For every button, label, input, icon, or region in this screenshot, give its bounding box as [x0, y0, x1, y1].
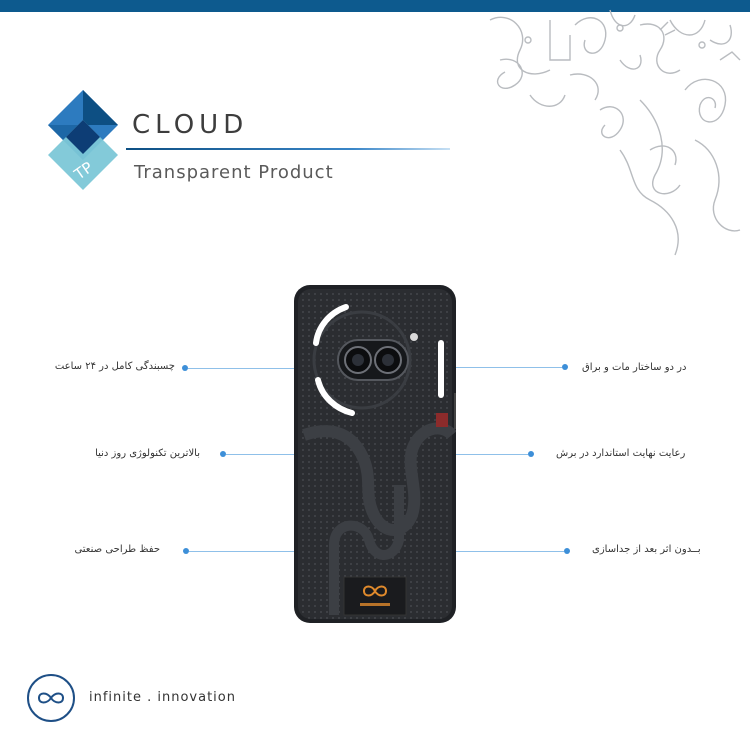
feature-left-2: بالاترین تکنولوژی روز دنیا	[95, 448, 200, 459]
footer-logo	[27, 674, 75, 722]
title-divider	[126, 148, 450, 150]
feature-right-3: بــدون اثر بعد از جداسازی	[592, 544, 701, 555]
callout-dot	[183, 548, 189, 554]
feature-left-3: حفظ طراحی صنعتی	[74, 544, 160, 555]
callout-line	[189, 551, 294, 552]
callout-line	[456, 367, 562, 368]
feature-right-2: رعایت نهایت استاندارد در برش	[556, 448, 686, 459]
callout-dot	[182, 365, 188, 371]
callout-line	[456, 454, 528, 455]
callout-line	[226, 454, 294, 455]
callout-dot	[564, 548, 570, 554]
brand-subtitle: Transparent Product	[134, 162, 334, 183]
callout-line	[188, 368, 294, 369]
line-art-ornament	[489, 9, 741, 256]
header-bar	[0, 0, 750, 12]
callout-dot	[562, 364, 568, 370]
infinity-icon	[37, 692, 65, 704]
brand-logo: TP	[48, 90, 118, 190]
footer-tagline: infinite . innovation	[89, 690, 236, 705]
callout-dot	[220, 451, 226, 457]
callout-dot	[528, 451, 534, 457]
phone-product-image	[294, 285, 456, 623]
brand-title: CLOUD	[132, 110, 249, 140]
feature-left-1: چسبندگی کامل در ۲۴ ساعت	[54, 361, 175, 372]
callout-line	[456, 551, 564, 552]
feature-right-1: در دو ساختار مات و براق	[582, 362, 687, 373]
